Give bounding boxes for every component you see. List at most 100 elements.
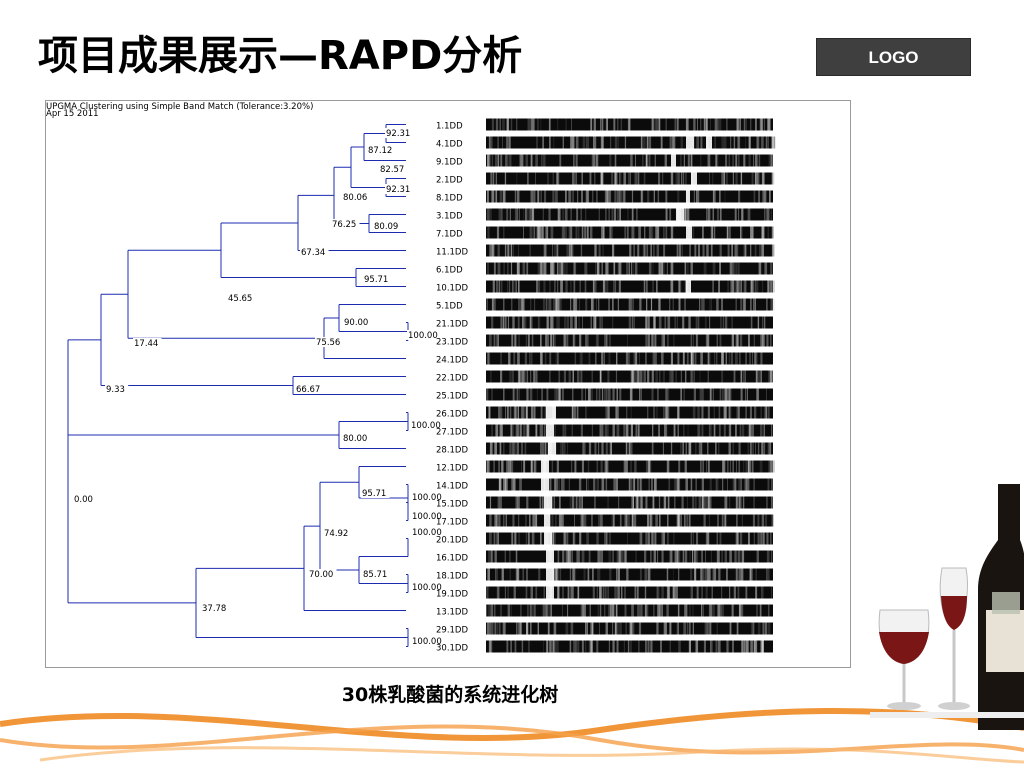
gel-band — [518, 334, 520, 347]
gel-band — [612, 514, 615, 527]
gel-band — [740, 388, 743, 401]
gel-band — [532, 190, 535, 203]
gel-band — [608, 334, 611, 347]
gel-band — [729, 388, 732, 401]
gel-band — [596, 478, 599, 491]
gel-band — [721, 298, 723, 311]
gel-band — [693, 190, 695, 203]
gel-band — [608, 388, 611, 401]
gel-band — [755, 352, 758, 365]
gel-band — [692, 352, 695, 365]
gel-band — [519, 154, 521, 167]
gel-band — [750, 316, 753, 329]
gel-band — [718, 568, 721, 581]
gel-band — [763, 226, 765, 239]
gel-band — [516, 550, 518, 563]
node-label-bg — [201, 603, 230, 613]
gel-band — [725, 388, 728, 401]
gel-band — [648, 136, 651, 149]
gel-band — [577, 370, 579, 383]
gel-band — [645, 460, 649, 473]
gel-band — [583, 442, 586, 455]
gel-band — [542, 442, 545, 455]
gel-band — [575, 154, 578, 167]
gel-band — [549, 640, 552, 653]
gel-band — [589, 172, 591, 185]
gel-band — [743, 370, 746, 383]
gel-band — [759, 604, 762, 617]
strain-label: 23.1DD — [436, 338, 468, 348]
gel-band — [521, 370, 525, 383]
gel-band — [556, 460, 558, 473]
gel-band — [689, 604, 691, 617]
gel-band — [524, 424, 526, 437]
gel-band — [538, 226, 542, 239]
gel-band — [692, 154, 693, 167]
gel-band — [699, 370, 701, 383]
gel-band — [683, 388, 685, 401]
gel-band — [670, 442, 673, 455]
gel-band — [724, 496, 728, 509]
strain-label: 29.1DD — [436, 626, 468, 636]
gel-band — [715, 442, 717, 455]
gel-band — [678, 298, 681, 311]
strain-label: 4.1DD — [436, 140, 463, 150]
strain-label: 25.1DD — [436, 392, 468, 402]
gel-band — [701, 586, 703, 599]
gel-band — [569, 640, 572, 653]
gel-band — [669, 298, 671, 311]
gel-band — [549, 478, 552, 491]
gel-band — [550, 334, 553, 347]
gel-band — [496, 622, 499, 635]
gel-band — [658, 316, 662, 329]
gel-band — [569, 496, 572, 509]
gel-band — [716, 622, 718, 635]
gel-band — [728, 442, 731, 455]
gel-band — [531, 334, 534, 347]
gel-band — [511, 478, 513, 491]
gel-band — [747, 478, 749, 491]
gel-band — [546, 334, 549, 347]
gel-gap — [548, 442, 556, 455]
gel-band — [655, 514, 658, 527]
strain-label: 11.1DD — [436, 248, 468, 258]
gel-band — [603, 352, 605, 365]
gel-band — [654, 334, 656, 347]
gel-band — [564, 550, 566, 563]
node-label-bg — [407, 330, 441, 340]
gel-band — [565, 334, 567, 347]
gel-band — [527, 118, 531, 131]
gel-band — [580, 370, 583, 383]
gel-band — [524, 316, 527, 329]
gel-gap — [686, 190, 690, 203]
gel-band — [745, 352, 747, 365]
node-label-bg — [411, 492, 445, 502]
gel-band — [634, 262, 638, 275]
gel-band — [706, 496, 707, 509]
gel-band — [516, 442, 519, 455]
gel-band — [654, 532, 656, 545]
gel-band — [754, 406, 757, 419]
gel-band — [617, 118, 619, 131]
gel-band — [729, 496, 731, 509]
gel-band — [558, 370, 561, 383]
gel-band — [712, 208, 714, 221]
gel-band — [678, 568, 680, 581]
gel-band — [545, 226, 548, 239]
gel-band — [524, 406, 526, 419]
gel-band — [688, 316, 691, 329]
gel-band — [668, 550, 671, 563]
gel-band — [494, 550, 497, 563]
gel-band — [626, 568, 629, 581]
short-glass-wine — [879, 632, 929, 664]
gel-band — [532, 226, 535, 239]
gel-band — [517, 496, 520, 509]
gel-band — [520, 478, 522, 491]
gel-band — [500, 280, 503, 293]
gel-band — [765, 514, 768, 527]
gel-band — [608, 352, 611, 365]
gel-band — [513, 406, 517, 419]
gel-band — [768, 460, 772, 473]
gel-gap — [546, 568, 554, 581]
gel-band — [667, 496, 670, 509]
